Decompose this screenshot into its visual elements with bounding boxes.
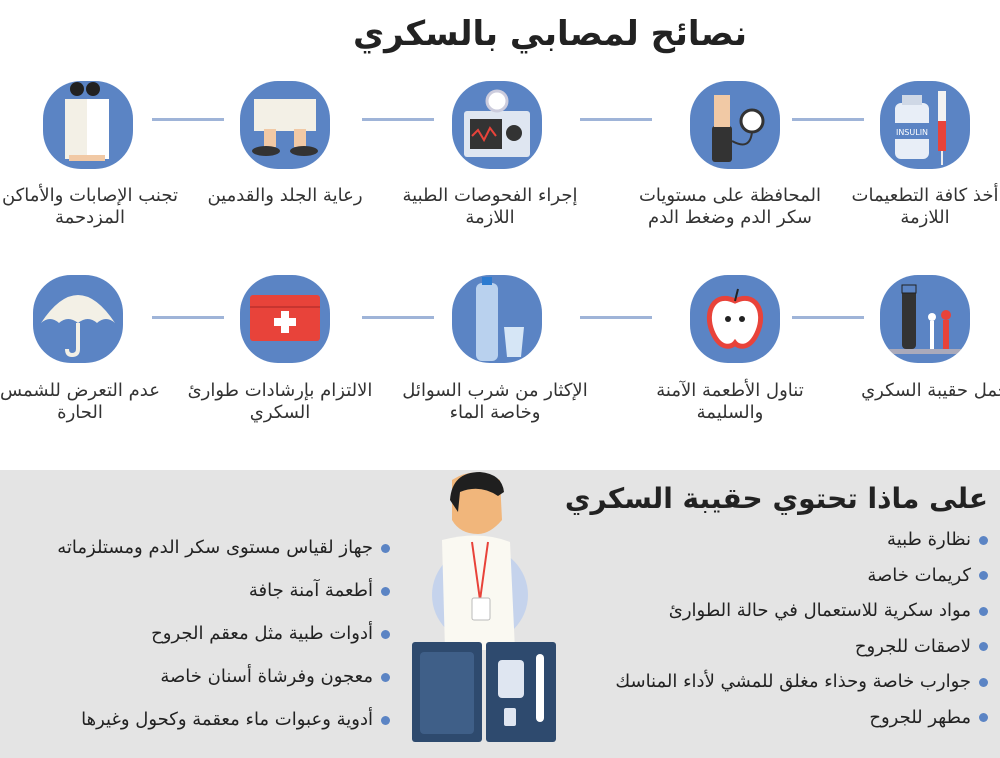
tip-label: أخذ كافة التطعيمات اللازمة — [851, 185, 999, 228]
connector-line — [792, 118, 864, 121]
page-title: نصائح لمصابي بالسكري — [353, 14, 747, 54]
tip-label: حمل حقيبة السكري — [861, 380, 1000, 401]
list-item: أدوية وعبوات ماء معقمة وكحول وغيرها — [57, 698, 390, 741]
item-text: مواد سكرية للاستعمال في حالة الطوارئ — [668, 600, 971, 621]
list-item: لاصقات للجروح — [615, 629, 988, 665]
connector-line — [580, 118, 652, 121]
connector-line — [152, 118, 224, 121]
water-bottle-icon — [452, 275, 542, 363]
bullet-icon — [381, 629, 390, 639]
diabetes-bag-panel: على ماذا تحتوي حقيبة السكري نظارة طبية ك… — [0, 470, 1000, 758]
item-text: جوارب خاصة وحذاء مغلق للمشي لأداء المناس… — [615, 671, 971, 692]
blood-pressure-monitor-icon — [690, 81, 780, 169]
list-item: جهاز لقياس مستوى سكر الدم ومستلزماته — [57, 526, 390, 569]
item-text: أطعمة آمنة جافة — [248, 580, 373, 601]
bag-items-left: جهاز لقياس مستوى سكر الدم ومستلزماته أطع… — [57, 526, 390, 741]
tip-label: المحافظة على مستويات سكر الدم وضغط الدم — [638, 185, 822, 228]
tip-label: إجراء الفحوصات الطبية اللازمة — [402, 185, 578, 228]
tip-label: رعاية الجلد والقدمين — [207, 185, 363, 206]
first-aid-kit-icon — [240, 275, 330, 363]
bullet-icon — [979, 677, 988, 687]
list-item: أطعمة آمنة جافة — [57, 569, 390, 612]
connector-line — [792, 316, 864, 319]
item-text: لاصقات للجروح — [854, 635, 971, 657]
item-text: جهاز لقياس مستوى سكر الدم ومستلزماته — [57, 537, 373, 558]
bullet-icon — [381, 672, 390, 682]
item-text: كريمات خاصة — [867, 564, 971, 586]
list-item: أدوات طبية مثل معقم الجروح — [57, 612, 390, 655]
sandals-feet-icon — [240, 81, 330, 169]
bullet-icon — [381, 543, 390, 553]
medical-device-icon — [452, 81, 542, 169]
insulin-vial-syringe-icon: INSULIN — [880, 81, 970, 169]
item-text: مطهر للجروح — [869, 706, 971, 728]
tip-label: تجنب الإصابات والأماكن المزدحمة — [1, 185, 178, 228]
connector-line — [152, 316, 224, 319]
item-text: أدوية وعبوات ماء معقمة وكحول وغيرها — [81, 709, 373, 730]
list-item: نظارة طبية — [615, 522, 988, 558]
bullet-icon — [979, 535, 988, 545]
connector-line — [362, 316, 434, 319]
bullet-icon — [979, 713, 988, 722]
bullet-icon — [381, 586, 390, 596]
item-text: أدوات طبية مثل معقم الجروح — [151, 623, 373, 644]
crowd-pilgrims-icon — [43, 81, 133, 169]
bullet-icon — [381, 715, 390, 725]
svg-text:INSULIN: INSULIN — [896, 128, 928, 137]
diabetes-kit-icon — [880, 275, 970, 363]
bag-title: على ماذا تحتوي حقيبة السكري — [564, 482, 988, 515]
bullet-icon — [979, 571, 988, 580]
list-item: مطهر للجروح — [615, 700, 988, 736]
bag-items-right: نظارة طبية كريمات خاصة مواد سكرية للاستع… — [615, 522, 988, 735]
item-text: معجون وفرشاة أسنان خاصة — [160, 666, 373, 687]
pilgrim-with-bag-illustration — [412, 472, 556, 742]
tip-label: عدم التعرض للشمس الحارة — [0, 380, 160, 423]
list-item: كريمات خاصة — [615, 558, 988, 594]
item-text: نظارة طبية — [887, 529, 971, 550]
tip-label: الإكثار من شرب السوائل وخاصة الماء — [402, 380, 588, 423]
apple-icon — [690, 275, 780, 363]
connector-line — [362, 118, 434, 121]
list-item: معجون وفرشاة أسنان خاصة — [57, 655, 390, 698]
connector-line — [580, 316, 652, 319]
umbrella-icon — [33, 275, 123, 363]
list-item: مواد سكرية للاستعمال في حالة الطوارئ — [615, 593, 988, 629]
bullet-icon — [979, 642, 988, 651]
list-item: جوارب خاصة وحذاء مغلق للمشي لأداء المناس… — [615, 664, 988, 700]
tip-label: تناول الأطعمة الآمنة والسليمة — [656, 380, 804, 423]
bullet-icon — [979, 606, 988, 616]
tip-label: الالتزام بإرشادات طوارئ السكري — [187, 380, 373, 423]
